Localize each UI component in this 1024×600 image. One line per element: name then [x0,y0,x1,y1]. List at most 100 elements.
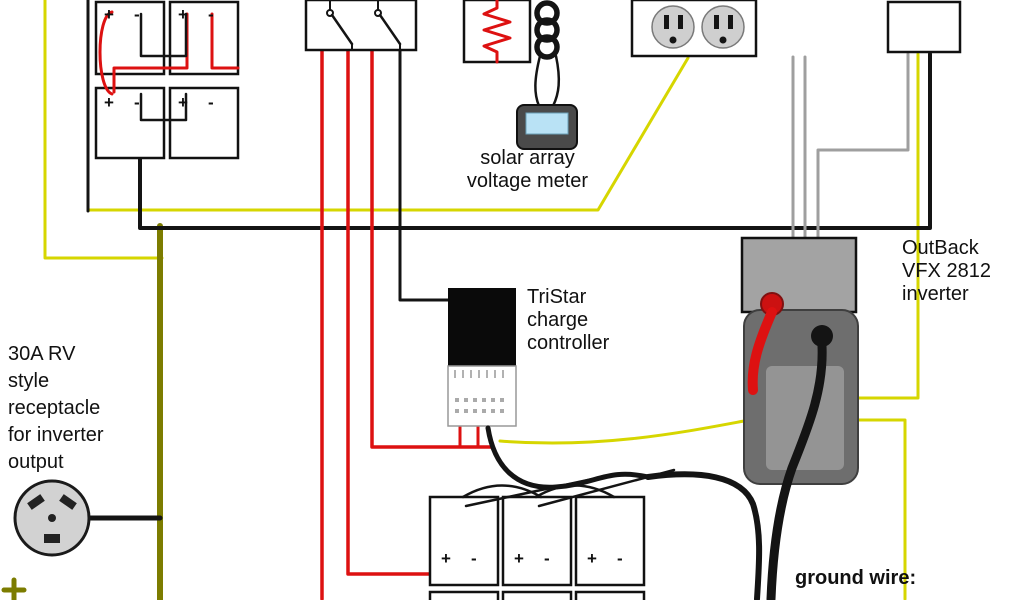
junction-box [886,0,962,54]
controller-vents [454,370,504,378]
outlet-ground-hole [669,36,677,44]
battery-jumper-red-1 [98,10,114,96]
bottom-battery-bank [428,425,763,600]
outlet-slot [714,15,719,29]
solar-meter-label-line2: voltage meter [466,170,589,192]
wire-yellow-inverter-right [856,52,920,400]
outlet-face [701,5,745,49]
battery-terminal-plus: + [514,549,524,568]
switch-blade [330,13,354,46]
battery [168,86,240,160]
battery-terminal-minus: - [134,93,140,112]
wire-black-main-run [138,52,932,230]
battery-terminal-plus: + [104,93,114,112]
wire-yellow-left [43,0,164,260]
outlet-ground-hole [719,36,727,44]
battery-partial [501,590,573,600]
receptacle-slot [44,534,60,543]
top-battery-bank [94,0,240,160]
battery-cable-thick-1 [485,425,651,490]
rv-receptacle [13,479,91,557]
battery-terminal-minus: - [134,5,140,24]
outlet-slot [728,15,733,29]
coil [534,0,560,60]
meter-screen [525,112,569,135]
battery-cable-thick-2 [645,471,763,600]
receptacle-slot [59,494,77,510]
battery-terminal-minus: - [208,93,214,112]
outlet-slot [678,15,683,29]
wire-red-2 [346,48,432,576]
outback-label: OutBack VFX 2812 inverter [902,237,991,306]
tristar-label-line1: TriStar [527,286,587,308]
battery-jumper-red-3 [210,12,240,70]
tristar-label: TriStar charge controller [527,286,609,355]
wire-black-switch-controller [398,48,450,302]
battery-jumper-black-2 [139,92,188,122]
controller-terminals [455,398,504,413]
ac-outlet [630,0,758,58]
voltage-meter [516,104,578,150]
rv-label-line5: output [8,451,64,473]
outback-label-line1: OutBack [902,237,979,259]
outback-label-line2: VFX 2812 [902,260,991,282]
rv-label-line1: 30A RV [8,343,76,365]
outlet-slot [664,15,669,29]
receptacle-center-hole [48,514,56,522]
breaker-resistor-box [462,0,532,64]
battery-terminal-plus: + [587,549,597,568]
solar-meter-label-line1: solar array [480,147,575,169]
inverter [740,236,859,600]
coil-loop [534,34,560,60]
battery-terminal-plus: + [178,93,188,112]
receptacle-slot [27,494,45,510]
resistor-zigzag [482,0,512,64]
battery [168,0,240,76]
battery [574,495,646,587]
wire-red-3 [370,48,494,449]
battery-jumper-black-1 [139,12,188,58]
corner-mark [1,577,27,600]
inverter-red-cable [747,307,777,395]
outback-label-line3: inverter [902,283,969,305]
rv-receptacle-label: 30A RV style receptacle for inverter out… [8,341,104,476]
rv-label-line4: for inverter [8,424,104,446]
battery [94,86,166,160]
battery-terminal-minus: - [544,549,550,568]
wire-meter-lead-1 [534,54,542,108]
battery-partial [574,590,646,600]
solar-meter-label: solar array voltage meter [425,147,630,193]
wire-yellow-main-run [86,56,690,212]
tristar-label-line3: controller [527,332,610,354]
coil-loop [534,17,560,43]
inverter-negative-terminal [811,325,833,347]
rv-label-line3: receptacle [8,397,101,419]
tristar-label-line2: charge [527,309,589,331]
battery-terminal-plus: + [178,5,188,24]
charge-controller [447,288,517,427]
wire-gray-3 [816,52,910,240]
wire-yellow-ground [855,418,907,600]
controller-terminal-box [447,365,517,427]
battery-terminal-minus: - [471,549,477,568]
wire-meter-lead-2 [551,54,561,108]
battery-terminal-minus: - [208,5,214,24]
coil-loop [534,0,560,26]
battery-terminal-plus: + [441,549,451,568]
outlet-face [651,5,695,49]
battery-terminal-minus: - [617,549,623,568]
wire-yellow-controller-inverter [498,419,746,445]
battery [501,495,573,587]
switch-blade [378,13,402,46]
battery-terminal-plus: + [104,5,114,24]
battery-partial [428,590,500,600]
controller-heatsink [448,288,516,366]
ground-wire-label: ground wire: [795,567,917,589]
switch-box [304,0,418,52]
inverter-panel [766,366,844,470]
wires [43,0,932,600]
rv-label-line2: style [8,370,50,392]
inverter-black-cable [766,341,827,600]
